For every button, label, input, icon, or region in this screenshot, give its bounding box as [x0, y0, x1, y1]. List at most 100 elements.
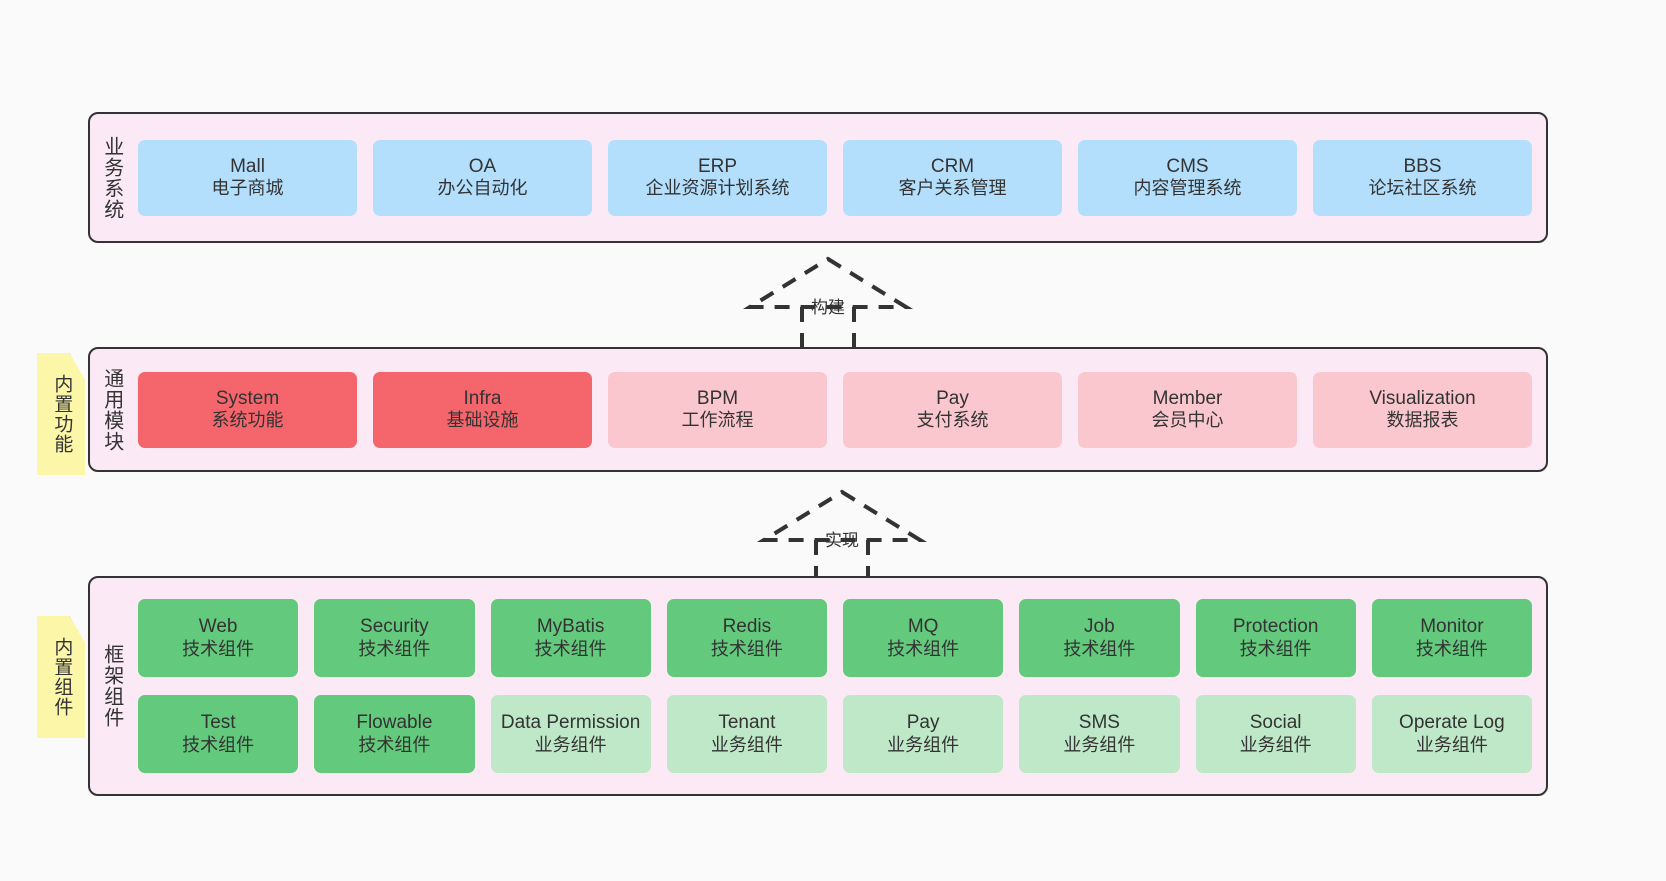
card-subtitle: 支付系统	[916, 410, 989, 431]
card-subtitle: 技术组件	[1239, 638, 1312, 659]
component-card-tenant[interactable]: Tenant 业务组件	[666, 695, 827, 773]
layer-row: Web 技术组件 Security 技术组件 MyBatis 技术组件 Redi…	[138, 599, 1532, 677]
module-card-erp[interactable]: ERP 企业资源计划系统	[608, 139, 827, 216]
card-subtitle: 技术组件	[1415, 638, 1488, 659]
card-subtitle: 技术组件	[182, 638, 255, 659]
component-card-web[interactable]: Web 技术组件	[138, 599, 299, 677]
note-fold-icon	[69, 353, 85, 375]
note-label: 内置功能	[51, 374, 73, 454]
card-subtitle: 业务组件	[710, 734, 783, 755]
card-subtitle: 基础设施	[446, 410, 519, 431]
card-title: ERP	[697, 155, 738, 177]
layer-body-business-system: Mall 电子商城 OA 办公自动化 ERP 企业资源计划系统 CRM 客户关系…	[132, 114, 1546, 241]
card-subtitle: 业务组件	[534, 734, 607, 755]
card-title: System	[215, 387, 280, 409]
card-title: Protection	[1232, 616, 1319, 638]
module-card-infra[interactable]: Infra 基础设施	[373, 371, 592, 448]
card-title: SMS	[1078, 712, 1120, 734]
layer-row: System 系统功能 Infra 基础设施 BPM 工作流程 Pay 支付系统…	[138, 371, 1532, 448]
note-builtin-functions: 内置功能	[37, 353, 85, 475]
card-title: CRM	[930, 155, 975, 177]
card-subtitle: 电子商城	[211, 178, 284, 199]
card-title: Data Permission	[500, 712, 641, 734]
card-title: Test	[200, 712, 236, 734]
card-title: Pay	[936, 387, 969, 409]
card-subtitle: 技术组件	[358, 734, 431, 755]
component-card-data-permission[interactable]: Data Permission 业务组件	[490, 695, 651, 773]
module-card-bpm[interactable]: BPM 工作流程	[608, 371, 827, 448]
layer-common-modules: 通用模块 System 系统功能 Infra 基础设施 BPM 工作流程 Pay…	[88, 347, 1548, 472]
note-fold-icon	[69, 616, 85, 638]
layer-title-common-modules: 通用模块	[100, 367, 123, 452]
card-subtitle: 技术组件	[1063, 638, 1136, 659]
card-subtitle: 技术组件	[534, 638, 607, 659]
component-card-pay[interactable]: Pay 业务组件	[843, 695, 1004, 773]
component-card-protection[interactable]: Protection 技术组件	[1195, 599, 1356, 677]
card-subtitle: 业务组件	[1415, 734, 1488, 755]
layer-title-framework-components: 框架组件	[100, 644, 123, 728]
component-card-monitor[interactable]: Monitor 技术组件	[1371, 599, 1532, 677]
connector-label: 构建	[811, 298, 845, 317]
card-title: Member	[1152, 387, 1223, 409]
card-subtitle: 客户关系管理	[898, 178, 1007, 199]
card-subtitle: 论坛社区系统	[1368, 178, 1477, 199]
component-card-test[interactable]: Test 技术组件	[138, 695, 299, 773]
component-card-mq[interactable]: MQ 技术组件	[843, 599, 1004, 677]
card-subtitle: 企业资源计划系统	[645, 178, 790, 199]
module-card-visualization[interactable]: Visualization 数据报表	[1313, 371, 1532, 448]
module-card-oa[interactable]: OA 办公自动化	[373, 139, 592, 216]
layer-row: Test 技术组件 Flowable 技术组件 Data Permission …	[138, 695, 1532, 773]
card-title: Visualization	[1369, 387, 1476, 409]
card-subtitle: 业务组件	[1239, 734, 1312, 755]
component-card-redis[interactable]: Redis 技术组件	[666, 599, 827, 677]
component-card-sms[interactable]: SMS 业务组件	[1019, 695, 1180, 773]
arrow-stem-icon	[800, 307, 856, 351]
card-title: Flowable	[356, 712, 433, 734]
module-card-pay[interactable]: Pay 支付系统	[843, 371, 1062, 448]
card-subtitle: 工作流程	[681, 410, 754, 431]
module-card-bbs[interactable]: BBS 论坛社区系统	[1313, 139, 1532, 216]
note-builtin-components: 内置组件	[37, 616, 85, 738]
card-title: Mall	[230, 155, 265, 177]
card-subtitle: 技术组件	[887, 638, 960, 659]
connector-label: 实现	[825, 531, 859, 550]
layer-title-business-system: 业务系统	[100, 135, 123, 220]
card-title: MyBatis	[536, 616, 605, 638]
module-card-system[interactable]: System 系统功能	[138, 371, 357, 448]
component-card-flowable[interactable]: Flowable 技术组件	[314, 695, 475, 773]
card-title: CMS	[1166, 155, 1209, 177]
component-card-mybatis[interactable]: MyBatis 技术组件	[490, 599, 651, 677]
note-label: 内置组件	[51, 637, 73, 717]
card-subtitle: 会员中心	[1151, 410, 1224, 431]
component-card-operate-log[interactable]: Operate Log 业务组件	[1371, 695, 1532, 773]
card-title: Social	[1249, 712, 1302, 734]
card-subtitle: 办公自动化	[437, 178, 528, 199]
card-subtitle: 技术组件	[358, 638, 431, 659]
module-card-member[interactable]: Member 会员中心	[1078, 371, 1297, 448]
card-subtitle: 技术组件	[182, 734, 255, 755]
module-card-crm[interactable]: CRM 客户关系管理	[843, 139, 1062, 216]
card-title: Infra	[463, 387, 502, 409]
card-title: Redis	[722, 616, 772, 638]
layer-business-system: 业务系统 Mall 电子商城 OA 办公自动化 ERP 企业资源计划系统 CRM…	[88, 112, 1548, 243]
card-title: Web	[198, 616, 238, 638]
component-card-security[interactable]: Security 技术组件	[314, 599, 475, 677]
card-title: Security	[360, 616, 429, 638]
card-title: Job	[1084, 616, 1115, 638]
layer-framework-components: 框架组件 Web 技术组件 Security 技术组件 MyBatis 技术组件…	[88, 576, 1548, 796]
card-subtitle: 系统功能	[211, 410, 284, 431]
layer-body-framework-components: Web 技术组件 Security 技术组件 MyBatis 技术组件 Redi…	[132, 578, 1546, 794]
arrowhead-triangle-icon	[756, 489, 928, 542]
card-title: Monitor	[1420, 616, 1484, 638]
module-card-mall[interactable]: Mall 电子商城	[138, 139, 357, 216]
card-title: BPM	[696, 387, 739, 409]
card-subtitle: 技术组件	[710, 638, 783, 659]
component-card-social[interactable]: Social 业务组件	[1195, 695, 1356, 773]
module-card-cms[interactable]: CMS 内容管理系统	[1078, 139, 1297, 216]
layer-body-common-modules: System 系统功能 Infra 基础设施 BPM 工作流程 Pay 支付系统…	[132, 349, 1546, 470]
card-title: OA	[468, 155, 497, 177]
component-card-job[interactable]: Job 技术组件	[1019, 599, 1180, 677]
card-title: Tenant	[718, 712, 776, 734]
arrowhead-triangle-icon	[742, 256, 914, 309]
